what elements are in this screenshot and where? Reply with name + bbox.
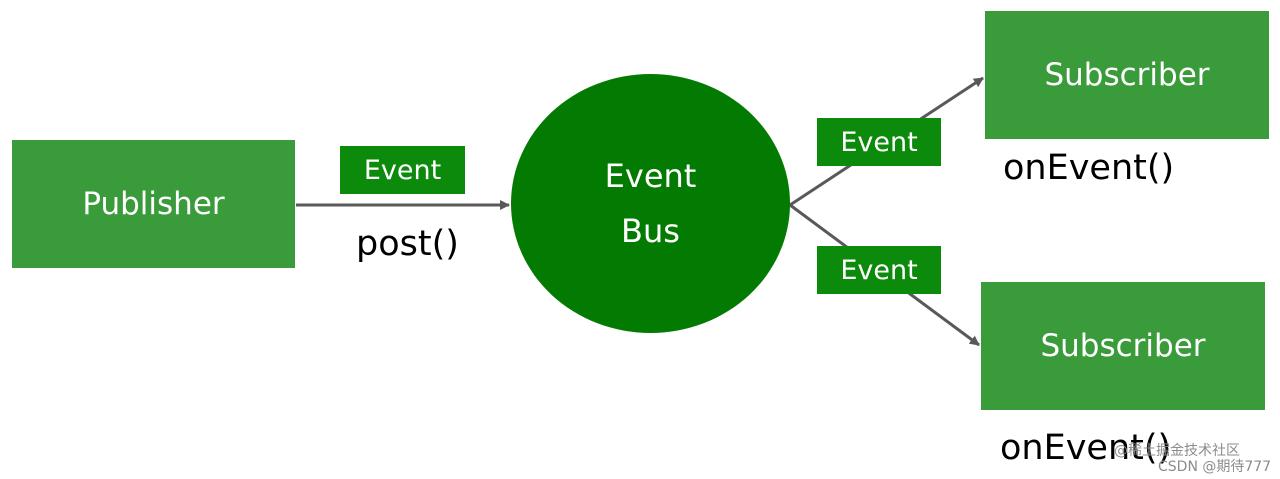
watermark-line1: @稀土掘金技术社区 — [1114, 443, 1240, 459]
subscriber-2-method-label: onEvent() — [1000, 428, 1172, 468]
event-bus-label-line1: Event — [604, 156, 697, 195]
subscriber-1-method-label: onEvent() — [1003, 148, 1175, 188]
watermark-line2: CSDN @期待777 — [1158, 459, 1272, 475]
subscriber-1-event-tag: Event — [817, 118, 941, 166]
subscriber-2-label: Subscriber — [1040, 328, 1206, 364]
subscriber-1-label: Subscriber — [1044, 57, 1210, 93]
event-bus-circle: Event Bus — [511, 74, 790, 333]
subscriber-2-event-tag-label: Event — [840, 254, 918, 286]
subscriber-1-box: Subscriber — [985, 11, 1269, 139]
post-event-tag: Event — [340, 146, 465, 194]
publisher-box: Publisher — [12, 140, 295, 268]
subscriber-1-event-tag-label: Event — [840, 126, 918, 158]
subscriber-2-event-tag: Event — [817, 246, 941, 294]
post-method-label: post() — [356, 224, 459, 264]
post-event-tag-label: Event — [363, 154, 442, 186]
event-bus-label-line2: Bus — [621, 211, 680, 250]
publisher-label: Publisher — [82, 186, 225, 222]
subscriber-2-box: Subscriber — [981, 282, 1265, 410]
